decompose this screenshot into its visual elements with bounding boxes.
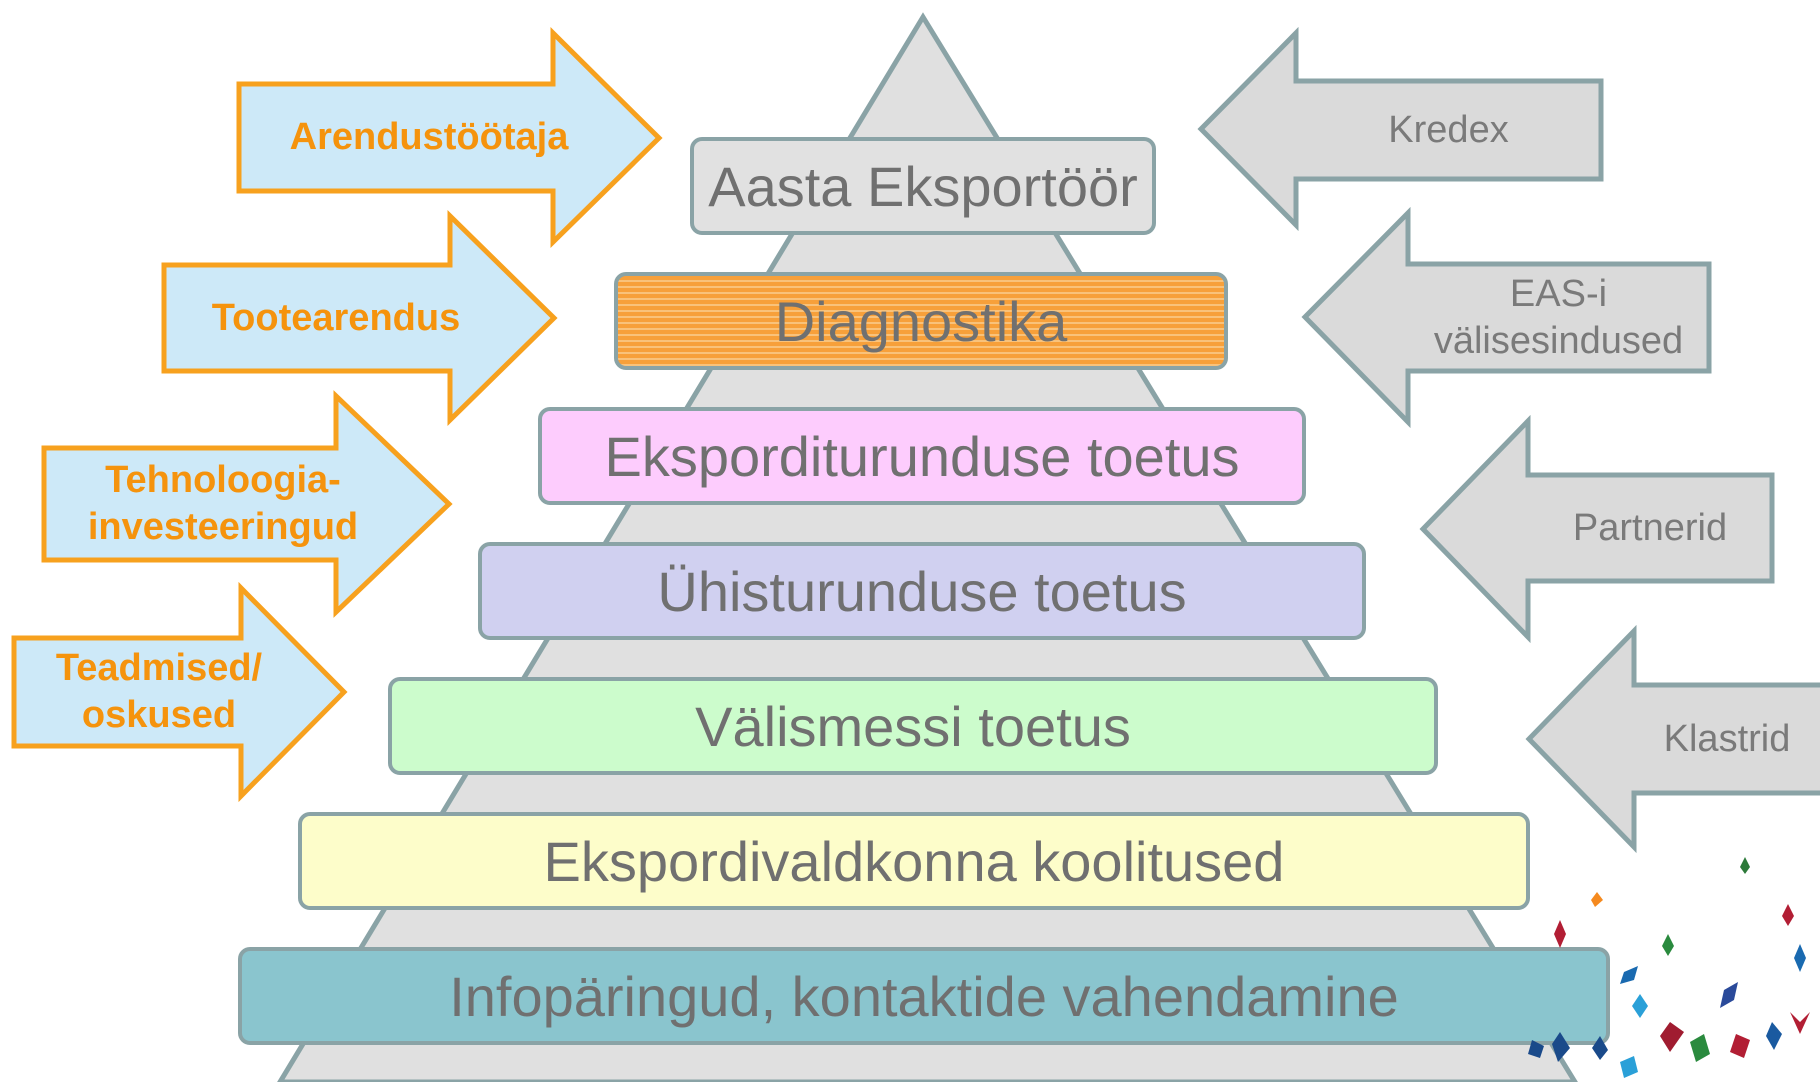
tier-valismessi-toetus: Välismessi toetus [388,677,1438,775]
input-arrow-arendustootaja: Arendustöötaja [235,25,665,250]
input-arrow-teadmised: Teadmised/ oskused [10,580,350,805]
arrow-right-icon [161,210,558,426]
arrow-right-icon [236,27,663,248]
input-label-line1: Kredex [1388,108,1509,151]
tier-ekspordivaldkonna-koolitused: Ekspordivaldkonna koolitused [298,812,1530,910]
input-label-line1: Arendustöötaja [289,116,569,159]
input-label-line1: Tootearendus [211,296,461,339]
tier-label: Diagnostika [774,289,1068,353]
input-arrow-tootearendus: Tootearendus [160,208,560,428]
input-label-line1: Partnerid [1572,506,1728,549]
input-label-line1: EAS-i [1509,272,1608,315]
arrow-right-icon [41,390,453,618]
input-label-line1: Teadmised/ [55,647,263,690]
input-label-line1: Klastrid [1663,717,1791,760]
input-label-line2: investeeringud [87,506,359,548]
input-arrow-tehnoloogia: Tehnoloogia- investeeringud [40,388,455,620]
tier-label: Infopäringud, kontaktide vahendamine [449,964,1399,1028]
input-arrow-partnerid: Partnerid [1418,413,1778,645]
confetti-decoration [1528,857,1810,1078]
input-arrow-kredex: Kredex [1196,25,1607,233]
tier-label: Ühisturunduse toetus [657,559,1187,623]
tier-diagnostika: Diagnostika [614,272,1228,370]
tier-label: Ekspordivaldkonna koolitused [543,829,1285,893]
arrow-right-icon [11,581,348,803]
input-label-line1: Tehnoloogia- [105,459,341,502]
tier-infoparingud: Infopäringud, kontaktide vahendamine [238,947,1610,1045]
tier-label: Eksporditurunduse toetus [604,424,1240,488]
arrow-left-icon [1525,624,1820,854]
input-arrow-klastrid: Klastrid [1524,623,1820,855]
tier-eksporditurunduse-toetus: Eksporditurunduse toetus [538,407,1306,505]
input-label-line2: välisesindused [1433,319,1684,362]
input-label-line2: oskused [81,694,237,736]
arrow-left-icon [1419,414,1775,644]
tier-aasta-eksportoor: Aasta Eksportöör [690,137,1156,235]
input-arrow-eas: EAS-i välisesindused [1300,205,1715,430]
tier-label: Aasta Eksportöör [708,154,1138,218]
arrow-left-icon [1197,26,1604,232]
tier-uhisturunduse-toetus: Ühisturunduse toetus [478,542,1366,640]
arrow-left-icon [1301,206,1712,429]
tier-label: Välismessi toetus [695,694,1131,758]
